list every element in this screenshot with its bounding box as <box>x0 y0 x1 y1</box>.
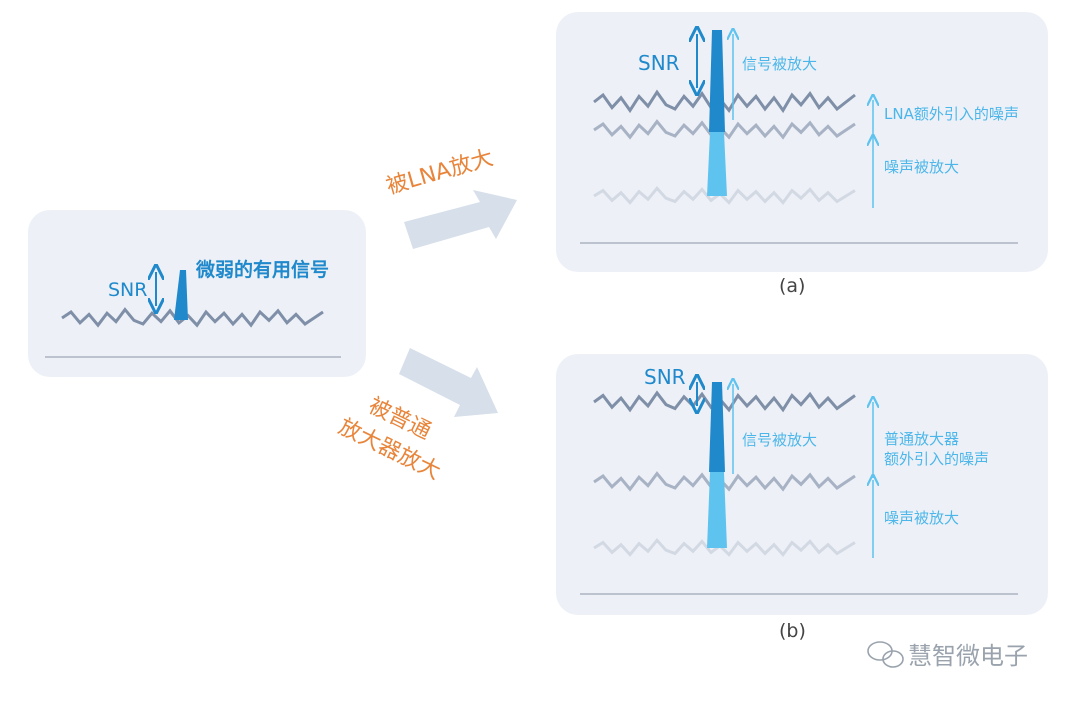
panel-a <box>556 12 1048 272</box>
noise-line-a-top <box>593 89 856 114</box>
signal-spike-a-light <box>707 132 727 196</box>
amp-noise-label-2: 额外引入的噪声 <box>884 450 990 468</box>
noise-line-b-bottom <box>593 538 856 557</box>
signal-amplified-label-b: 信号被放大 <box>742 431 818 449</box>
signal-spike-a <box>709 30 725 132</box>
noise-line-left <box>61 307 324 328</box>
noise-line-b-top <box>593 390 856 413</box>
noise-line-a-bottom <box>593 186 856 205</box>
watermark-text: 慧智微电子 <box>908 642 1028 670</box>
noise-amplified-label-b: 噪声被放大 <box>884 509 960 527</box>
noise-line-a-mid <box>593 119 856 140</box>
weak-signal-label: 微弱的有用信号 <box>196 259 330 281</box>
big-arrow-b <box>399 348 498 417</box>
noise-line-b-mid <box>593 471 856 492</box>
signal-amplified-label-a: 信号被放大 <box>742 55 818 73</box>
signal-spike-b-light <box>707 472 727 548</box>
signal-spike-left <box>174 270 188 320</box>
caption-a: (a) <box>779 275 806 297</box>
left-panel <box>28 210 366 377</box>
wechat-icon <box>867 641 904 668</box>
lna-noise-label: LNA额外引入的噪声 <box>884 105 1019 123</box>
noise-amplified-label-a: 噪声被放大 <box>884 158 960 176</box>
snr-label-b: SNR <box>644 365 686 389</box>
snr-label-a: SNR <box>638 51 680 75</box>
amp-noise-label-1: 普通放大器 <box>884 430 960 448</box>
caption-b: (b) <box>779 620 806 642</box>
big-arrow-a <box>404 190 517 249</box>
signal-spike-b <box>709 382 725 472</box>
snr-label-left: SNR <box>108 279 148 301</box>
